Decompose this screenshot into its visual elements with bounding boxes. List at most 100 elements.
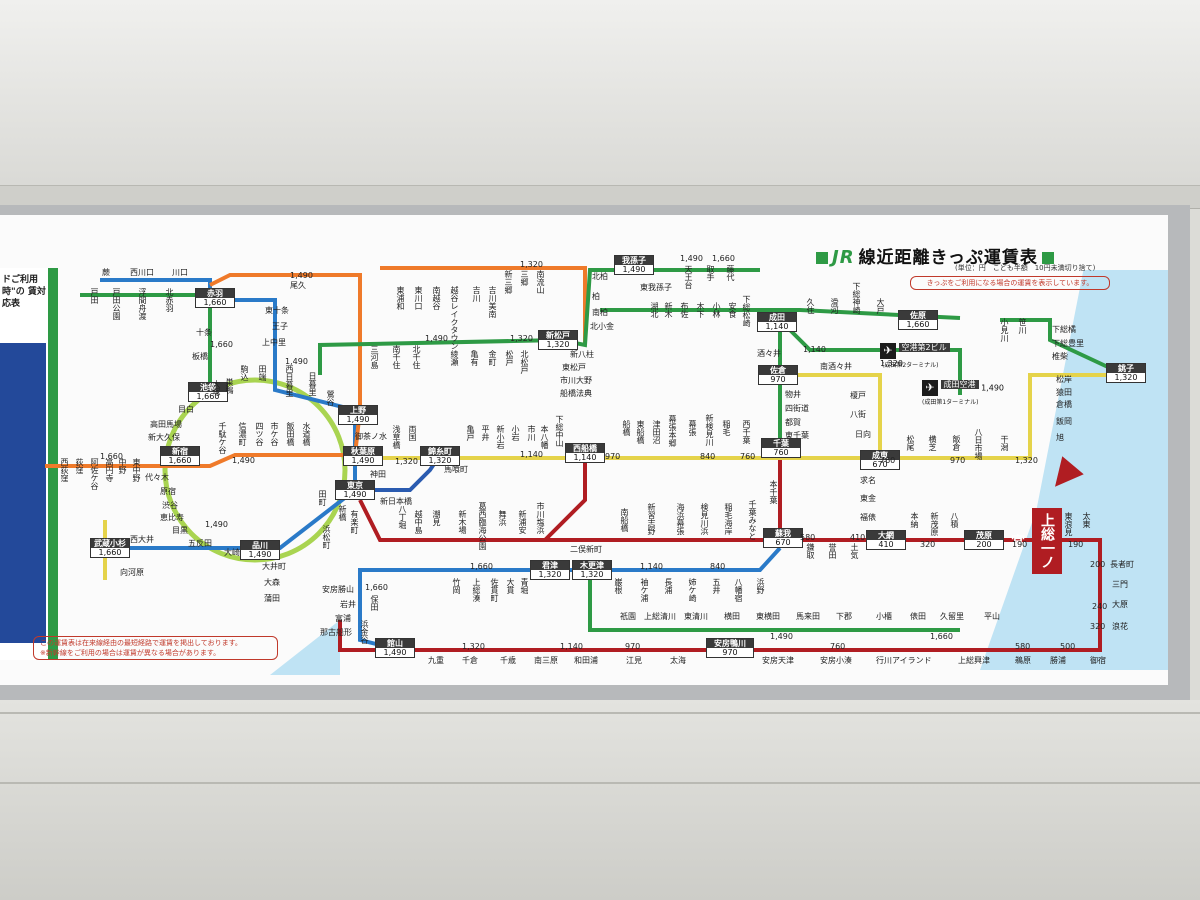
station-name: 池袋	[189, 383, 227, 392]
station-fare: 1,490	[346, 415, 370, 424]
station-fare: 1,320	[538, 570, 562, 579]
side-panel: ドご利用時"の 賃対応表	[0, 268, 48, 660]
station-label: 新橋	[338, 505, 347, 521]
station-name: 新松戸	[539, 331, 577, 340]
station-label: 高田馬場	[150, 420, 182, 429]
station-label: 東我孫子	[640, 283, 672, 292]
station-label: 西日暮里	[285, 365, 294, 397]
fare-label: 580	[1015, 642, 1031, 651]
station-label: 高円寺	[105, 458, 114, 482]
station-name: 武蔵小杉	[91, 539, 129, 548]
station-fare: 1,490	[383, 648, 407, 657]
station-label: 下総神崎	[852, 282, 861, 314]
fare-label: 760	[740, 452, 756, 461]
station-label: 藤代	[726, 265, 735, 281]
station-label: 天王台	[684, 265, 693, 289]
station-label: 飯田橋	[286, 422, 295, 446]
station-name: 茂原	[965, 531, 1003, 540]
notice-top: きっぷをご利用になる場合の運賃を表示しています。	[910, 276, 1110, 290]
fare-label: 240	[1092, 602, 1108, 611]
wall-line	[0, 782, 1200, 784]
wall	[0, 700, 1200, 900]
station-label: 東金	[860, 494, 876, 503]
station-label: 東松戸	[562, 363, 586, 372]
station-label: 南千住	[392, 345, 401, 369]
station-label: 綾瀬	[450, 350, 459, 366]
fare-label: 320	[920, 540, 936, 549]
station-label: 西千葉	[742, 420, 751, 444]
station-label: 五井	[712, 578, 721, 594]
station-label: 南流山	[536, 270, 545, 294]
kururi-line	[588, 575, 960, 632]
station-fare: 1,490	[351, 456, 375, 465]
sobu-line	[360, 373, 1125, 460]
station-label: 馬来田	[796, 612, 820, 621]
station-name: 秋葉原	[344, 447, 382, 456]
station-label: 新三郷	[504, 270, 513, 294]
station-label: 求名	[860, 476, 876, 485]
fare-label: 760	[830, 642, 846, 651]
station-label: 浜松町	[322, 525, 331, 549]
station-label: 姉ケ崎	[688, 578, 697, 602]
station-label: 大森	[264, 578, 280, 587]
station-label: 江見	[626, 656, 642, 665]
station-label: 浜野	[756, 578, 765, 594]
station-label: 松岸	[1056, 375, 1072, 384]
station-label: 北小金	[590, 322, 614, 331]
station-label: 市川	[527, 425, 536, 441]
fare-label: 1,320	[520, 260, 543, 269]
station-label: 十条	[196, 328, 212, 337]
station-label: 稲毛海岸	[724, 503, 733, 535]
station-label: 浜金谷	[360, 620, 369, 644]
station-label: 荻窪	[75, 458, 84, 474]
station-label: 新日本橋	[380, 497, 412, 506]
station-label: 小見川	[1000, 318, 1009, 342]
station-label: 馬喰町	[444, 465, 468, 474]
station-label: 東浦和	[396, 286, 405, 310]
fare-label: 1,660	[365, 583, 388, 592]
station-fare: 1,660	[906, 320, 930, 329]
station-label: 東船橋	[636, 420, 645, 444]
fare-label: 1,320	[510, 334, 533, 343]
station-label: 西荻窪	[60, 458, 69, 482]
station-label: 海浜幕張	[676, 503, 685, 535]
station-label: 安食	[728, 302, 737, 318]
sotobo-line	[338, 538, 1102, 652]
station-label: 目黒	[172, 526, 188, 535]
station-label: 御宿	[1090, 656, 1106, 665]
fare-label: 190	[1068, 540, 1084, 549]
ceiling	[0, 0, 1200, 200]
fare-label: 320	[1090, 622, 1106, 631]
station-label: 那古船形	[320, 628, 352, 637]
station-label: 東千葉	[785, 431, 809, 440]
fare-label: 1,140	[803, 345, 826, 354]
station-label: 駒込	[240, 365, 249, 381]
station-label: 都賀	[785, 418, 801, 427]
keiyo-branch	[543, 455, 587, 542]
station-label: 日暮里	[308, 372, 317, 396]
station-label: 下総中山	[555, 415, 564, 447]
narita-line	[600, 308, 961, 320]
station-label: 小岩	[511, 425, 520, 441]
station-fare: 1,490	[622, 265, 646, 274]
station-label: 戸田	[90, 288, 99, 304]
fare-label: 840	[700, 452, 716, 461]
station-label: 東十条	[265, 306, 289, 315]
station-label: 渋谷	[162, 501, 178, 510]
fare-label: 1,490	[770, 632, 793, 641]
station-label: 青堀	[520, 578, 529, 594]
station-label: 飯倉	[952, 435, 961, 451]
station-label: 八幡宿	[734, 578, 743, 602]
station-label: 北松戸	[520, 350, 529, 374]
